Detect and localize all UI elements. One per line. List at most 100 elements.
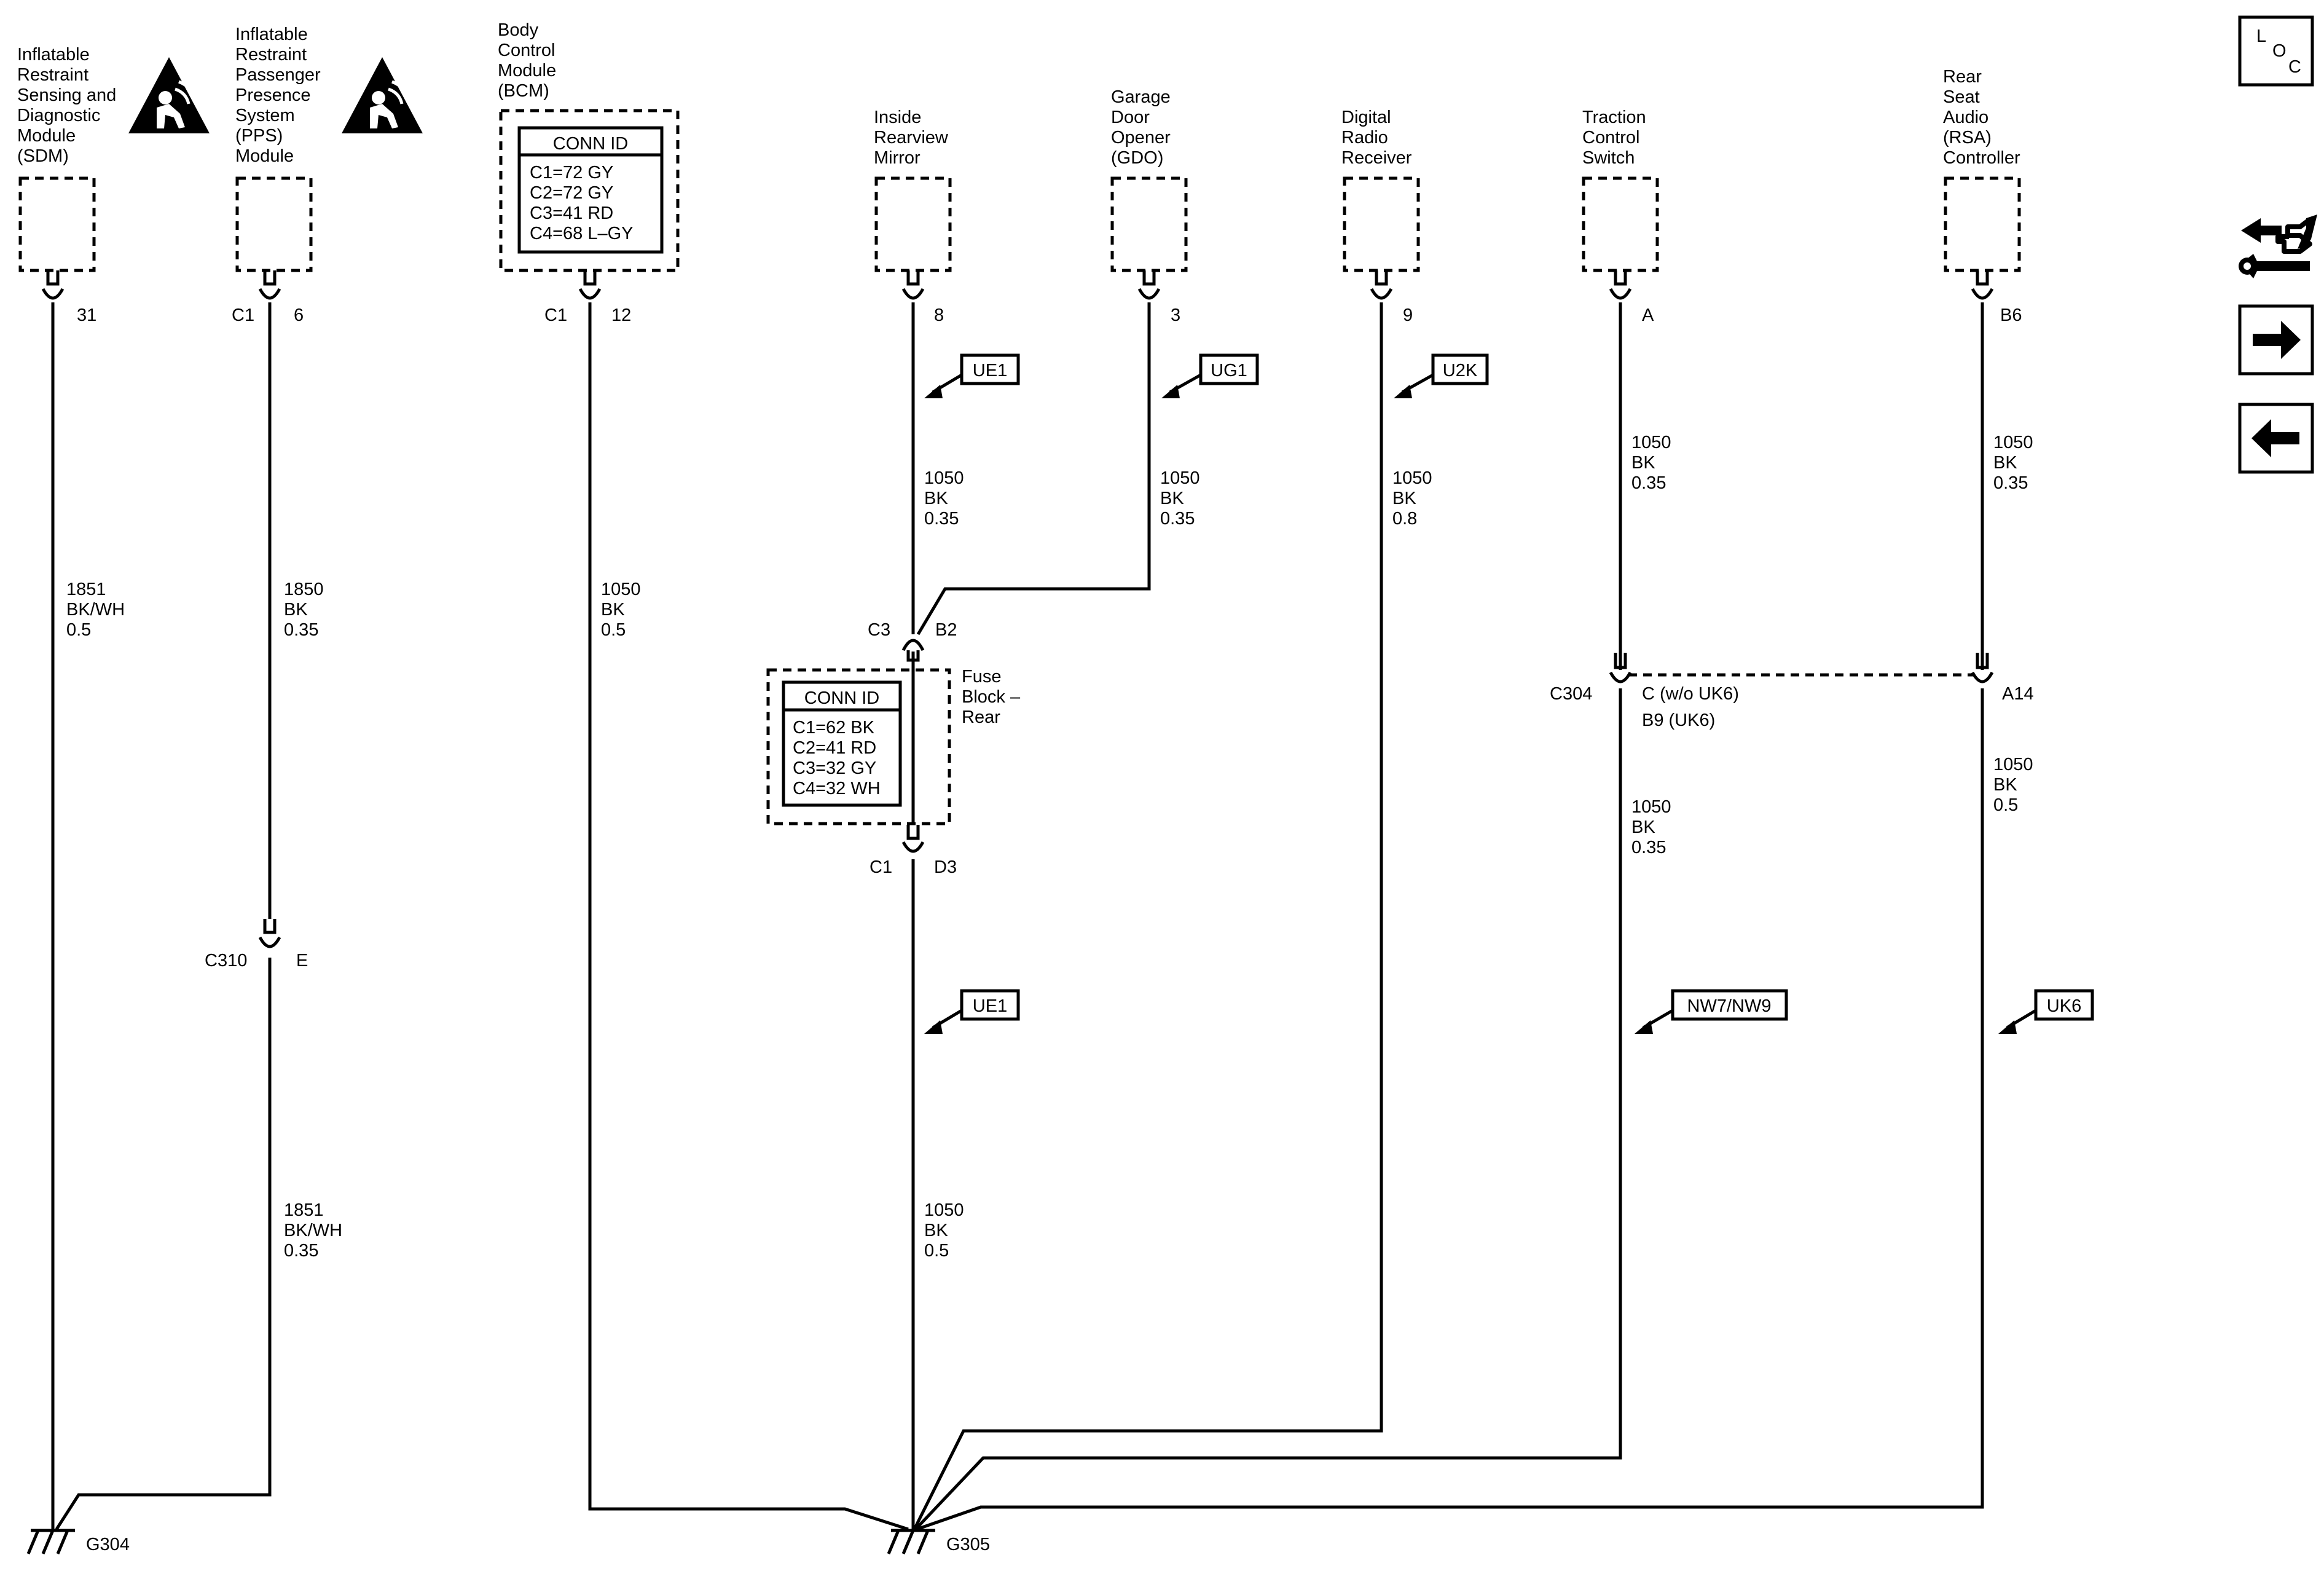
fuse-bottom-pin: D3 [934, 857, 957, 877]
wire-label-rsa-upper: 1050 BK 0.35 [1993, 433, 2038, 493]
option-code: UG1 [1211, 361, 1247, 380]
rsa-label: Rear Seat Audio (RSA) Controller [1943, 67, 2020, 168]
ground-g304-label: G304 [86, 1535, 130, 1554]
option-callout-uk6[interactable]: UK6 [1998, 989, 2094, 1034]
option-code: U2K [1443, 361, 1478, 380]
c310-name: C310 [205, 951, 247, 971]
bcm-conn-id-row: C1=72 GY [530, 163, 613, 183]
fuse-bottom-conn: C1 [870, 857, 892, 877]
rsa-pin: B6 [2000, 305, 2022, 325]
loc-button[interactable]: L O C [2238, 15, 2314, 87]
arrow-icon [1998, 1020, 2017, 1034]
wire-label-pps-upper: 1850 BK 0.35 [284, 580, 329, 640]
c310-pin: E [296, 951, 308, 971]
bcm-conn: C1 [544, 305, 567, 325]
c304-pin-right: A14 [2002, 684, 2034, 704]
wire-label-rsa-lower: 1050 BK 0.5 [1993, 755, 2038, 815]
option-code: NW7/NW9 [1687, 996, 1772, 1016]
gdo-label: Garage Door Opener (GDO) [1111, 87, 1176, 168]
fuse-conn-id-row: C4=32 WH [793, 779, 881, 798]
bcm-component-box [499, 109, 680, 272]
gdo-pin: 3 [1171, 305, 1180, 325]
mirror-label: Inside Rearview Mirror [874, 108, 953, 168]
wire-label-bcm: 1050 BK 0.5 [601, 580, 646, 640]
pps-label: Inflatable Restraint Passenger Presence … [235, 25, 326, 166]
fuse-conn-id-row: C3=32 GY [793, 758, 876, 778]
mirror-pin: 8 [934, 305, 944, 325]
option-code: UE1 [973, 996, 1007, 1016]
option-callout-nw7-nw9[interactable]: NW7/NW9 [1635, 989, 1788, 1034]
radio-component-box [1343, 176, 1420, 272]
c310-connector [258, 919, 281, 948]
bcm-conn-id-table: CONN ID C1=72 GY C2=72 GY C3=41 RD C4=68… [517, 126, 664, 254]
c304-pin-left-alt: B9 (UK6) [1642, 711, 1715, 730]
arrow-icon [924, 385, 943, 398]
option-callout-u2k[interactable]: U2K [1394, 353, 1489, 398]
pps-pin: 6 [294, 305, 304, 325]
fuse-block-bottom-connector [901, 825, 925, 853]
fuse-block-top-connector [901, 639, 925, 662]
sdm-pin: 31 [77, 305, 96, 325]
sdm-component-box [18, 176, 96, 272]
connector-tool-icon[interactable] [2239, 215, 2317, 278]
c304-name: C304 [1550, 684, 1592, 704]
pin-connectors [41, 270, 1994, 300]
fuse-top-conn: C3 [868, 620, 890, 640]
arrow-icon [924, 1020, 943, 1034]
ground-g304-symbol [26, 1529, 75, 1554]
bcm-conn-id-title: CONN ID [553, 134, 628, 154]
wire-label-mirror-lower: 1050 BK 0.5 [924, 1200, 969, 1261]
pps-component-box [235, 176, 313, 272]
fuse-conn-id-row: C2=41 RD [793, 738, 876, 758]
wire-label-radio: 1050 BK 0.8 [1392, 468, 1437, 529]
traction-pin: A [1642, 305, 1654, 325]
airbag-warning-icon [128, 57, 210, 133]
option-callout-ue1-bottom[interactable]: UE1 [924, 989, 1020, 1034]
rsa-component-box [1944, 176, 2021, 272]
option-code: UE1 [973, 361, 1007, 380]
loc-letter: L [2256, 26, 2266, 46]
bcm-conn-id-row: C4=68 L–GY [530, 224, 633, 243]
option-callout-ug1[interactable]: UG1 [1161, 353, 1259, 398]
gdo-component-box [1110, 176, 1188, 272]
c304-pin-left: C (w/o UK6) [1642, 684, 1739, 704]
radio-pin: 9 [1403, 305, 1413, 325]
option-code: UK6 [2047, 996, 2081, 1016]
wire-paths [51, 302, 1984, 1531]
wire-label-traction-upper: 1050 BK 0.35 [1631, 433, 1676, 493]
option-callout-ue1-top[interactable]: UE1 [924, 353, 1020, 398]
fuse-top-pin: B2 [935, 620, 957, 640]
traction-label: Traction Control Switch [1582, 108, 1651, 168]
next-arrow-icon[interactable] [2238, 304, 2314, 376]
bcm-label: Body Control Module (BCM) [498, 20, 561, 101]
fuse-conn-id-title: CONN ID [804, 688, 879, 708]
traction-component-box [1582, 176, 1659, 272]
wire-label-pps-lower: 1851 BK/WH 0.35 [284, 1200, 347, 1261]
fuse-block-conn-id-table: CONN ID C1=62 BK C2=41 RD C3=32 GY C4=32… [782, 680, 902, 807]
mirror-component-box [874, 176, 952, 272]
airbag-warning-icon [342, 57, 423, 133]
pps-conn: C1 [232, 305, 254, 325]
fuse-block-component-box [766, 668, 951, 825]
ground-g305-label: G305 [946, 1535, 990, 1554]
radio-label: Digital Radio Receiver [1341, 108, 1412, 168]
previous-arrow-icon[interactable] [2238, 403, 2314, 474]
arrow-icon [1635, 1020, 1653, 1034]
wire-label-sdm: 1851 BK/WH 0.5 [66, 580, 130, 640]
fuse-conn-id-row: C1=62 BK [793, 718, 875, 738]
wire-label-gdo: 1050 BK 0.35 [1160, 468, 1205, 529]
bcm-conn-id-row: C2=72 GY [530, 183, 613, 203]
bcm-pin: 12 [611, 305, 631, 325]
loc-letter: O [2272, 41, 2287, 61]
bcm-conn-id-row: C3=41 RD [530, 203, 613, 223]
arrow-icon [1161, 385, 1180, 398]
fuse-block-label: Fuse Block – Rear [962, 667, 1025, 727]
loc-letter: C [2288, 57, 2301, 77]
arrow-icon [1394, 385, 1412, 398]
ground-g305-symbol [887, 1529, 935, 1554]
sdm-label: Inflatable Restraint Sensing and Diagnos… [17, 45, 121, 166]
wire-label-traction-lower: 1050 BK 0.35 [1631, 797, 1676, 857]
wire-label-mirror-upper: 1050 BK 0.35 [924, 468, 969, 529]
c304-connector [1609, 653, 1994, 683]
